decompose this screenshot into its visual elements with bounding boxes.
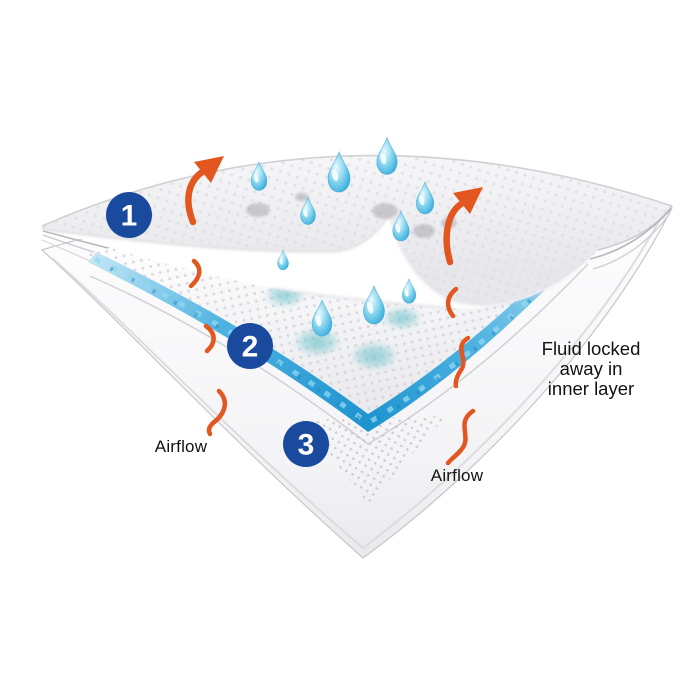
step-badge-1: 1 (106, 192, 152, 238)
airflow-label-left: Airflow (154, 437, 208, 456)
airflow-label-right: Airflow (430, 466, 484, 485)
right-edge-layer-lines (589, 208, 672, 270)
step-badge-3-number: 3 (298, 429, 315, 462)
step-badge-1-number: 1 (121, 200, 138, 233)
airflow-arrow-icon (443, 187, 483, 266)
fluid-locked-note: Fluid locked away in inner layer (541, 338, 641, 399)
step-badge-3: 3 (283, 421, 329, 467)
top-layer-sheet (41, 154, 673, 305)
bottom-sheet-texture (302, 416, 446, 504)
airflow-arrow-icon (185, 156, 224, 226)
top-sheet-pores (246, 192, 457, 238)
step-badge-2: 2 (227, 323, 273, 369)
step-badge-2-number: 2 (242, 331, 259, 364)
airflow-squiggle-icon (188, 258, 476, 466)
